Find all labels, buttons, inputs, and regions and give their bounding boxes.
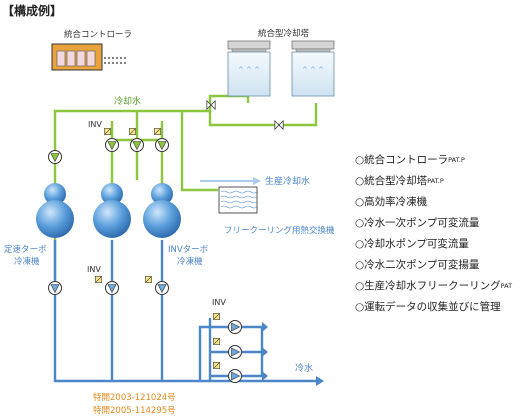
feature-text: ○高効率冷凍機: [355, 196, 428, 208]
feature-sup: PAT.P: [448, 156, 465, 164]
process-water-arrow: [200, 177, 261, 185]
inv-label-primary: INV: [87, 265, 101, 274]
chiller-fixed-label-1: 定速ターボ: [4, 244, 47, 255]
inv-label-secondary: INV: [212, 298, 226, 307]
inverter-icon: [129, 128, 136, 135]
feature-item: ○統合コントローラPAT.P: [355, 153, 512, 174]
feature-sup: PAT.P: [427, 177, 444, 185]
feature-text: ○運転データの収集並びに管理: [355, 301, 501, 313]
feature-list: ○統合コントローラPAT.P ○統合型冷却塔PAT.P ○高効率冷凍機 ○冷水一…: [355, 153, 512, 321]
cooling-tower-icon: ^ ^ ^: [291, 40, 335, 97]
free-cooling-hx-label: フリークーリング用熱交換機: [224, 225, 335, 236]
heat-exchanger-icon: [218, 186, 258, 214]
inverter-icon: [145, 276, 152, 283]
feature-text: ○生産冷却水フリークーリング: [355, 280, 501, 292]
pump-icon: [155, 281, 169, 295]
arrow-icon: [262, 322, 268, 332]
process-cooling-water-label: 生産冷却水: [265, 175, 310, 187]
inverter-icon: [154, 128, 161, 135]
chilled-water-label: 冷水: [295, 362, 313, 374]
pump-icon: [228, 369, 242, 383]
feature-text: ○冷却水ポンプ可変流量: [355, 238, 469, 250]
inverter-icon: [213, 338, 220, 345]
chilled-water-out-arrow: [316, 376, 324, 386]
chiller-icon: [93, 183, 131, 238]
patent-number-1: 特開2003-121024号: [93, 392, 176, 403]
pump-icon: [48, 281, 62, 295]
feature-item: ○冷却水ポンプ可変流量: [355, 237, 512, 258]
pump-icon: [105, 281, 119, 295]
feature-text: ○冷水二次ポンプ可変揚量: [355, 259, 480, 271]
cooling-tower-icon: ^ ^ ^: [227, 40, 271, 97]
pump-icon: [228, 345, 242, 359]
inverter-icon: [213, 313, 220, 320]
inverter-icon: [104, 128, 111, 135]
diagram-heading: 【構成例】: [2, 3, 62, 18]
chiller-icon: [143, 183, 181, 238]
chiller-inv-label-2: 冷凍機: [177, 256, 203, 267]
inverter-icon: [95, 276, 102, 283]
feature-item: ○運転データの収集並びに管理: [355, 300, 512, 321]
chiller-inv-label-1: INVターボ: [168, 245, 209, 255]
chiller-icon: [36, 183, 74, 238]
arrow-icon: [262, 371, 268, 381]
pump-icon: [228, 320, 242, 334]
pump-icon: [48, 150, 62, 164]
feature-text: ○統合型冷却塔: [355, 175, 428, 187]
valve-icon: [274, 120, 284, 130]
arrow-icon: [262, 347, 268, 357]
pump-icon: [155, 138, 169, 152]
feature-item: ○高効率冷凍機: [355, 195, 512, 216]
cooling-tower-label: 統合型冷却塔: [258, 28, 310, 39]
feature-text: ○冷水一次ポンプ可変流量: [355, 217, 480, 229]
inv-label-cooling: INV: [88, 120, 102, 129]
feature-item: ○冷水二次ポンプ可変揚量: [355, 258, 512, 279]
feature-item: ○冷水一次ポンプ可変流量: [355, 216, 512, 237]
feature-item: ○統合型冷却塔PAT.P: [355, 174, 512, 195]
cooling-water-label: 冷却水: [114, 95, 141, 107]
feature-text: ○統合コントローラ: [355, 154, 449, 166]
controller-icon: [51, 43, 128, 71]
pump-icon: [130, 138, 144, 152]
inverter-icon: [213, 362, 220, 369]
chiller-fixed-label-2: 冷凍機: [14, 256, 40, 267]
feature-item: ○生産冷却水フリークーリングPAT: [355, 279, 512, 300]
patent-number-2: 特開2005-114295号: [93, 405, 176, 416]
pump-icon: [105, 138, 119, 152]
svg-text:^ ^ ^: ^ ^ ^: [302, 66, 324, 74]
controller-label: 統合コントローラ: [64, 29, 132, 40]
svg-text:^ ^ ^: ^ ^ ^: [238, 66, 260, 74]
feature-sup: PAT: [500, 282, 513, 290]
